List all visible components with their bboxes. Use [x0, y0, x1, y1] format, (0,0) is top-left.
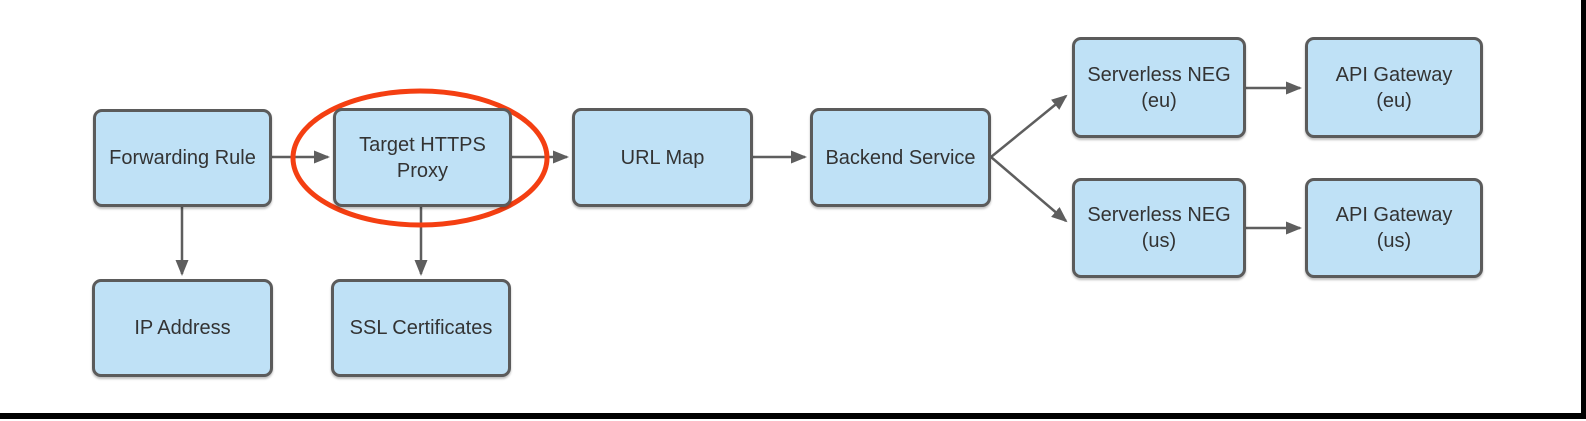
node-serverless-neg-eu-label: Serverless NEG (eu): [1087, 63, 1231, 112]
node-ip-address-label: IP Address: [134, 317, 231, 339]
node-forwarding-rule: Forwarding Rule: [93, 109, 272, 207]
node-url-map-label: URL Map: [620, 146, 705, 169]
edge-backend-service-to-serverless-neg-us: [990, 156, 1068, 223]
node-target-https-proxy-label: Target HTTPS Proxy: [359, 133, 486, 182]
node-backend-service-label: Backend Service: [825, 146, 976, 169]
frame-bottom-line: [0, 413, 1586, 419]
node-ip-address: IP Address: [92, 279, 273, 377]
node-backend-service: Backend Service: [810, 108, 991, 207]
edge-backend-service-to-serverless-neg-eu: [990, 94, 1068, 158]
frame-right-line: [1581, 0, 1586, 419]
node-serverless-neg-us: Serverless NEG (us): [1072, 178, 1246, 278]
node-api-gateway-eu-label: API Gateway (eu): [1335, 63, 1453, 112]
node-forwarding-rule-label: Forwarding Rule: [109, 147, 256, 169]
node-ssl-certificates-label: SSL Certificates: [349, 317, 493, 339]
node-api-gateway-eu: API Gateway (eu): [1305, 37, 1483, 138]
node-target-https-proxy: Target HTTPS Proxy: [333, 108, 512, 207]
node-api-gateway-us-label: API Gateway (us): [1335, 204, 1453, 252]
node-ssl-certificates: SSL Certificates: [331, 279, 511, 377]
node-api-gateway-us: API Gateway (us): [1305, 178, 1483, 278]
node-url-map: URL Map: [572, 108, 753, 207]
node-serverless-neg-eu: Serverless NEG (eu): [1072, 37, 1246, 138]
node-serverless-neg-us-label: Serverless NEG (us): [1087, 204, 1231, 252]
